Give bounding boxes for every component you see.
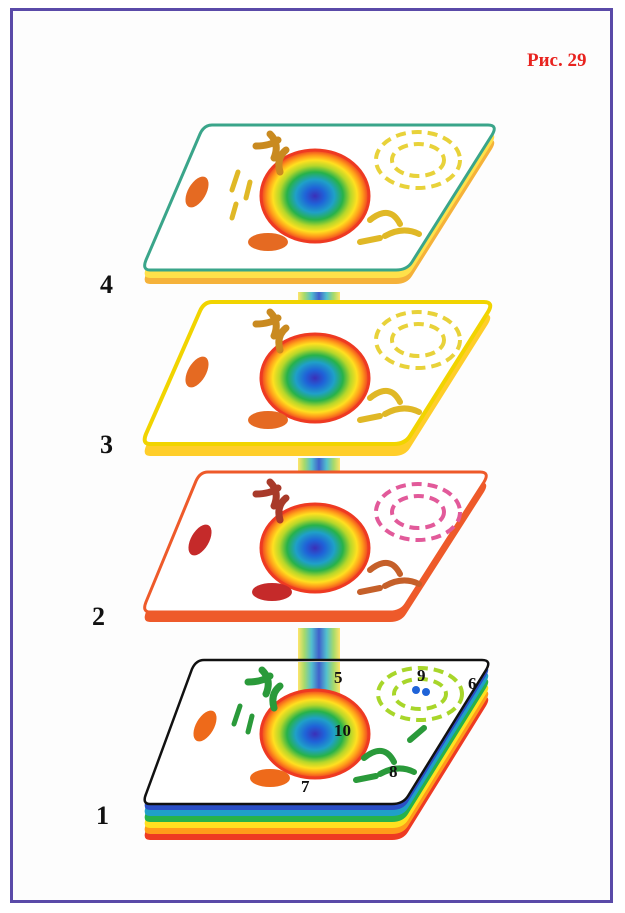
cell-layer-4 [145, 125, 495, 284]
callout-10: 10 [334, 721, 351, 740]
level-label-3: 3 [100, 430, 113, 460]
callout-6: 6 [468, 674, 477, 693]
level-label-1: 1 [96, 801, 109, 831]
nucleus-1 [261, 690, 369, 778]
cell-layer-1 [145, 660, 489, 840]
mitochondrion-4b [248, 233, 288, 251]
callout-7: 7 [301, 777, 310, 796]
callout-9: 9 [417, 666, 426, 685]
level-label-2: 2 [92, 602, 105, 632]
cell-layer-2 [145, 472, 487, 622]
callout-5: 5 [334, 668, 343, 687]
callout-8: 8 [389, 762, 398, 781]
level-label-4: 4 [100, 270, 113, 300]
cell-layer-3 [145, 302, 491, 456]
